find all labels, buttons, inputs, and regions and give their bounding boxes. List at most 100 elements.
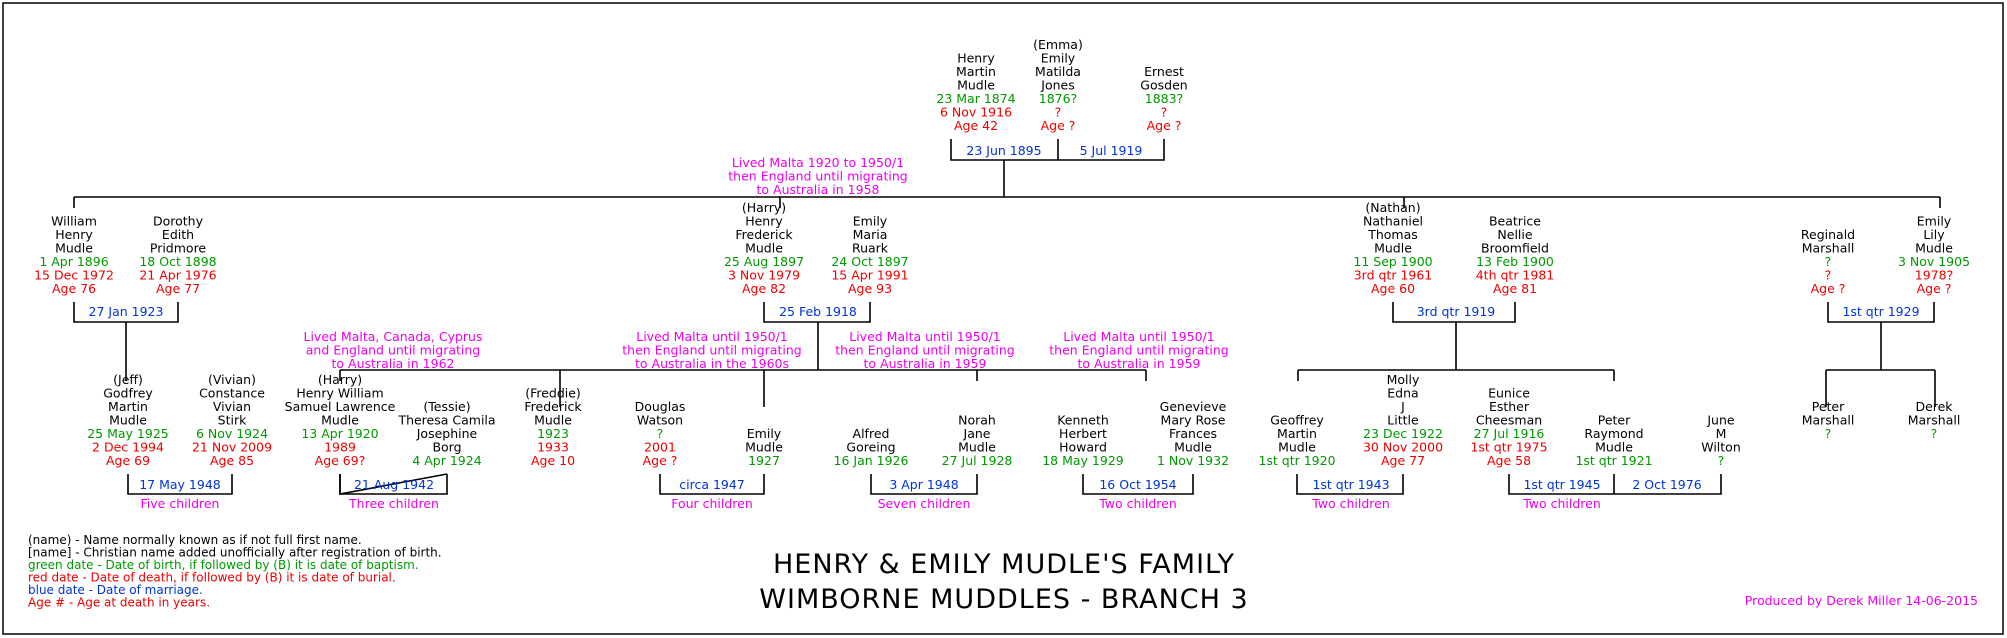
reginald-death-date: ?	[1825, 268, 1832, 283]
emilyruark-birth-date: 24 Oct 1897	[831, 254, 908, 269]
beatrice-name-line: Beatrice	[1489, 214, 1541, 229]
norah-name-line: Jane	[963, 426, 991, 441]
n_harry-line: to Australia in 1958	[757, 182, 880, 197]
geoffrey-name-line: Geoffrey	[1270, 413, 1324, 428]
legend-item: blue date - Date of marriage.	[28, 583, 203, 597]
c_genevieve-note: Two children	[1098, 496, 1177, 511]
n_emily1927-line: then England until migrating	[622, 343, 801, 358]
nathan-name-line: Thomas	[1367, 227, 1418, 242]
douglas-birth-date: ?	[657, 426, 664, 441]
n_norah-line: then England until migrating	[835, 343, 1014, 358]
geoffrey-name-line: Martin	[1277, 426, 1317, 441]
ernest-age-at-death: Age ?	[1147, 118, 1182, 133]
reginald-birth-date: ?	[1825, 254, 1832, 269]
n_harry-line: then England until migrating	[728, 169, 907, 184]
beatrice-name-line: Nellie	[1497, 227, 1532, 242]
emilylily-death-date: 1978?	[1915, 268, 1953, 283]
peter-birth-date: 1st qtr 1921	[1575, 453, 1652, 468]
reginald-name-line: Reginald	[1801, 227, 1855, 242]
reginald-name-line: Marshall	[1802, 241, 1855, 256]
peter-name-line: Peter	[1598, 413, 1631, 428]
jeff-name-line: Martin	[108, 399, 148, 414]
legend-item: (name) - Name normally known as if not f…	[28, 533, 362, 547]
vivian-birth-date: 6 Nov 1924	[196, 426, 268, 441]
harry2-age-at-death: Age 69?	[315, 453, 366, 468]
henry-age-at-death: Age 42	[954, 118, 998, 133]
vivian-age-at-death: Age 85	[210, 453, 254, 468]
william-birth-date: 1 Apr 1896	[39, 254, 108, 269]
geoffrey-birth-date: 1st qtr 1920	[1258, 453, 1335, 468]
harry-name-line: Frederick	[735, 227, 793, 242]
legend-item: [name] - Christian name added unofficial…	[28, 546, 442, 560]
molly-age-at-death: Age 77	[1381, 453, 1425, 468]
nathan-name-line: Nathaniel	[1363, 214, 1423, 229]
harry2-name-line: Mudle	[321, 413, 359, 428]
molly-birth-date: 23 Dec 1922	[1363, 426, 1443, 441]
c_geoffrey-note: Two children	[1311, 496, 1390, 511]
derekmarshall-name-line: Derek	[1915, 399, 1953, 414]
m_norah-date: 3 Apr 1948	[889, 477, 958, 492]
credit-text: Produced by Derek Miller 14-06-2015	[1745, 593, 1978, 608]
harry-name-line: Henry	[745, 214, 783, 229]
freddie-name-line: Mudle	[534, 413, 572, 428]
emilyruark-death-date: 15 Apr 1991	[831, 268, 908, 283]
beatrice-age-at-death: Age 81	[1493, 281, 1537, 296]
n_genevieve-line: Lived Malta until 1950/1	[1063, 329, 1215, 344]
petermarshall-birth-date: ?	[1825, 426, 1832, 441]
c_eunice-note: Two children	[1522, 496, 1601, 511]
c_emily1927-note: Four children	[671, 496, 753, 511]
harry-age-at-death: Age 82	[742, 281, 786, 296]
c_harry2-note: Three children	[348, 496, 439, 511]
emily1927-name-line: Emily	[747, 426, 782, 441]
n_norah-line: to Australia in 1959	[864, 356, 987, 371]
molly-name-line: Little	[1387, 413, 1419, 428]
kenneth-name-line: Howard	[1059, 440, 1107, 455]
beatrice-name-line: Broomfield	[1481, 241, 1549, 256]
ernest-name-line: Ernest	[1144, 64, 1184, 79]
alfred-name-line: Goreing	[846, 440, 895, 455]
henry-birth-date: 23 Mar 1874	[936, 91, 1015, 106]
geoffrey-name-line: Mudle	[1278, 440, 1316, 455]
tessie-name-line: (Tessie)	[423, 399, 470, 414]
jeff-birth-date: 25 May 1925	[87, 426, 169, 441]
derekmarshall-birth-date: ?	[1931, 426, 1938, 441]
freddie-name-line: (Freddie)	[525, 386, 581, 401]
dorothy-name-line: Dorothy	[153, 214, 204, 229]
harry-name-line: (Harry)	[742, 200, 786, 215]
alfred-birth-date: 16 Jan 1926	[834, 453, 909, 468]
n_harry2-line: and England until migrating	[306, 343, 481, 358]
emma-name-line: (Emma)	[1033, 37, 1083, 52]
emma-name-line: Matilda	[1035, 64, 1081, 79]
emily1927-name-line: Mudle	[745, 440, 783, 455]
c_jeff-note: Five children	[141, 496, 220, 511]
derekmarshall-name-line: Marshall	[1908, 413, 1961, 428]
emilyruark-age-at-death: Age 93	[848, 281, 892, 296]
freddie-name-line: Frederick	[524, 399, 582, 414]
c_norah-note: Seven children	[878, 496, 971, 511]
ernest-name-line: Gosden	[1140, 78, 1187, 93]
emilylily-name-line: Emily	[1917, 214, 1952, 229]
nathan-age-at-death: Age 60	[1371, 281, 1415, 296]
henry-name-line: Martin	[956, 64, 996, 79]
tessie-name-line: Borg	[432, 440, 461, 455]
norah-name-line: Mudle	[958, 440, 996, 455]
harry2-birth-date: 13 Apr 1920	[301, 426, 378, 441]
genevieve-birth-date: 1 Nov 1932	[1157, 453, 1229, 468]
emma-age-at-death: Age ?	[1041, 118, 1076, 133]
eunice-birth-date: 27 Jul 1916	[1474, 426, 1545, 441]
legend-item: red date - Date of death, if followed by…	[28, 571, 396, 585]
douglas-death-date: 2001	[644, 440, 676, 455]
vivian-name-line: (Vivian)	[208, 372, 256, 387]
dorothy-birth-date: 18 Oct 1898	[139, 254, 216, 269]
m_harry-date: 25 Feb 1918	[779, 304, 857, 319]
diagram-title: HENRY & EMILY MUDLE'S FAMILY	[773, 549, 1235, 580]
n_emily1927-line: to Australia in the 1960s	[635, 356, 789, 371]
emilylily-name-line: Mudle	[1915, 241, 1953, 256]
emilylily-birth-date: 3 Nov 1905	[1898, 254, 1970, 269]
jeff-name-line: Mudle	[109, 413, 147, 428]
n_harry2-line: to Australia in 1962	[332, 356, 455, 371]
genevieve-name-line: Frances	[1169, 426, 1217, 441]
eunice-name-line: Eunice	[1488, 386, 1530, 401]
